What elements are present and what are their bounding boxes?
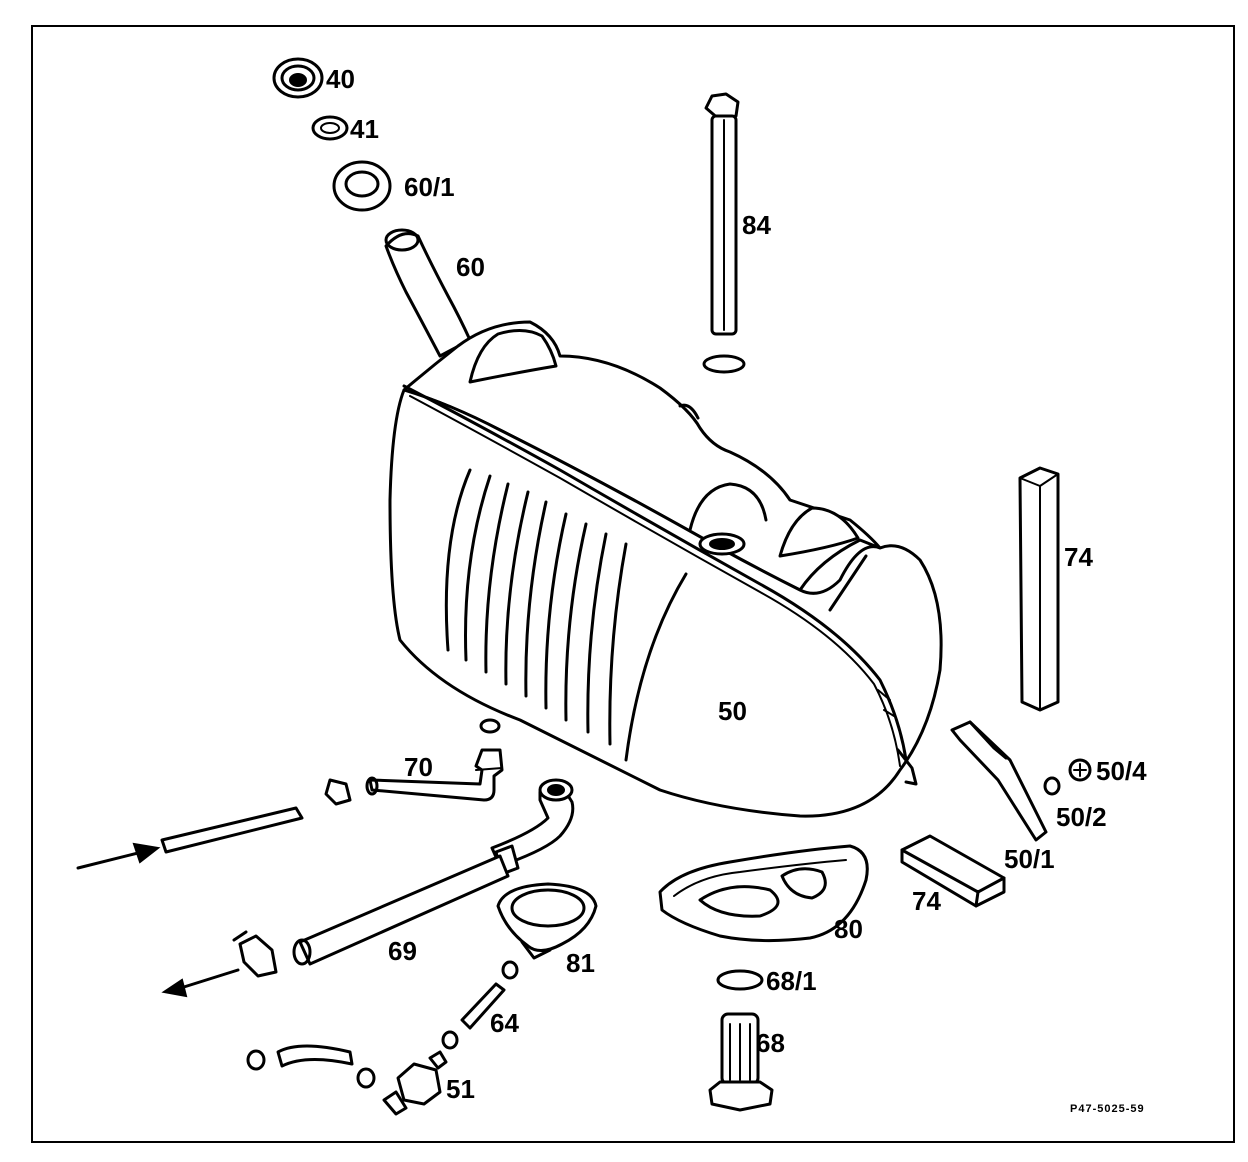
label-74-vertical: 74 bbox=[1064, 542, 1093, 572]
part-60-1-grommet bbox=[332, 160, 392, 212]
label-68-1: 68/1 bbox=[766, 966, 817, 996]
label-81: 81 bbox=[566, 948, 595, 978]
part-69-fuel-line bbox=[161, 778, 575, 998]
part-84-sender-unit bbox=[702, 92, 746, 374]
part-68-drain-plug bbox=[708, 1012, 774, 1112]
part-80-cover-plate bbox=[658, 844, 869, 943]
label-50-2: 50/2 bbox=[1056, 802, 1107, 832]
label-40: 40 bbox=[326, 64, 355, 94]
label-70: 70 bbox=[404, 752, 433, 782]
part-50-4-nut bbox=[1068, 758, 1092, 782]
diagram-frame bbox=[31, 25, 1235, 1143]
part-41-seal-ring bbox=[311, 115, 349, 141]
part-50-2-washer bbox=[1043, 776, 1061, 796]
part-81-grommet bbox=[496, 882, 598, 960]
part-40-filler-cap bbox=[272, 57, 324, 99]
part-70-vent-hose bbox=[76, 718, 504, 870]
part-74-flat-pad bbox=[900, 834, 1006, 908]
reference-code: P47-5025-59 bbox=[1070, 1103, 1145, 1115]
part-60-filler-neck bbox=[384, 228, 472, 358]
part-50-fuel-tank bbox=[388, 320, 943, 818]
label-64: 64 bbox=[490, 1008, 519, 1038]
label-80: 80 bbox=[834, 914, 863, 944]
label-60-1: 60/1 bbox=[404, 172, 455, 202]
label-50-4: 50/4 bbox=[1096, 756, 1147, 786]
label-41: 41 bbox=[350, 114, 379, 144]
part-50-1-tank-strap bbox=[950, 720, 1048, 842]
part-68-1-seal bbox=[716, 969, 764, 991]
label-68: 68 bbox=[756, 1028, 785, 1058]
part-74-vertical-strip bbox=[1018, 466, 1060, 712]
part-64-short-hose bbox=[441, 960, 519, 1050]
label-60: 60 bbox=[456, 252, 485, 282]
label-50: 50 bbox=[718, 696, 747, 726]
label-74-flat: 74 bbox=[912, 886, 941, 916]
label-69: 69 bbox=[388, 936, 417, 966]
part-51-fuel-filter bbox=[246, 1044, 448, 1116]
label-51: 51 bbox=[446, 1074, 475, 1104]
label-50-1: 50/1 bbox=[1004, 844, 1055, 874]
label-84: 84 bbox=[742, 210, 771, 240]
